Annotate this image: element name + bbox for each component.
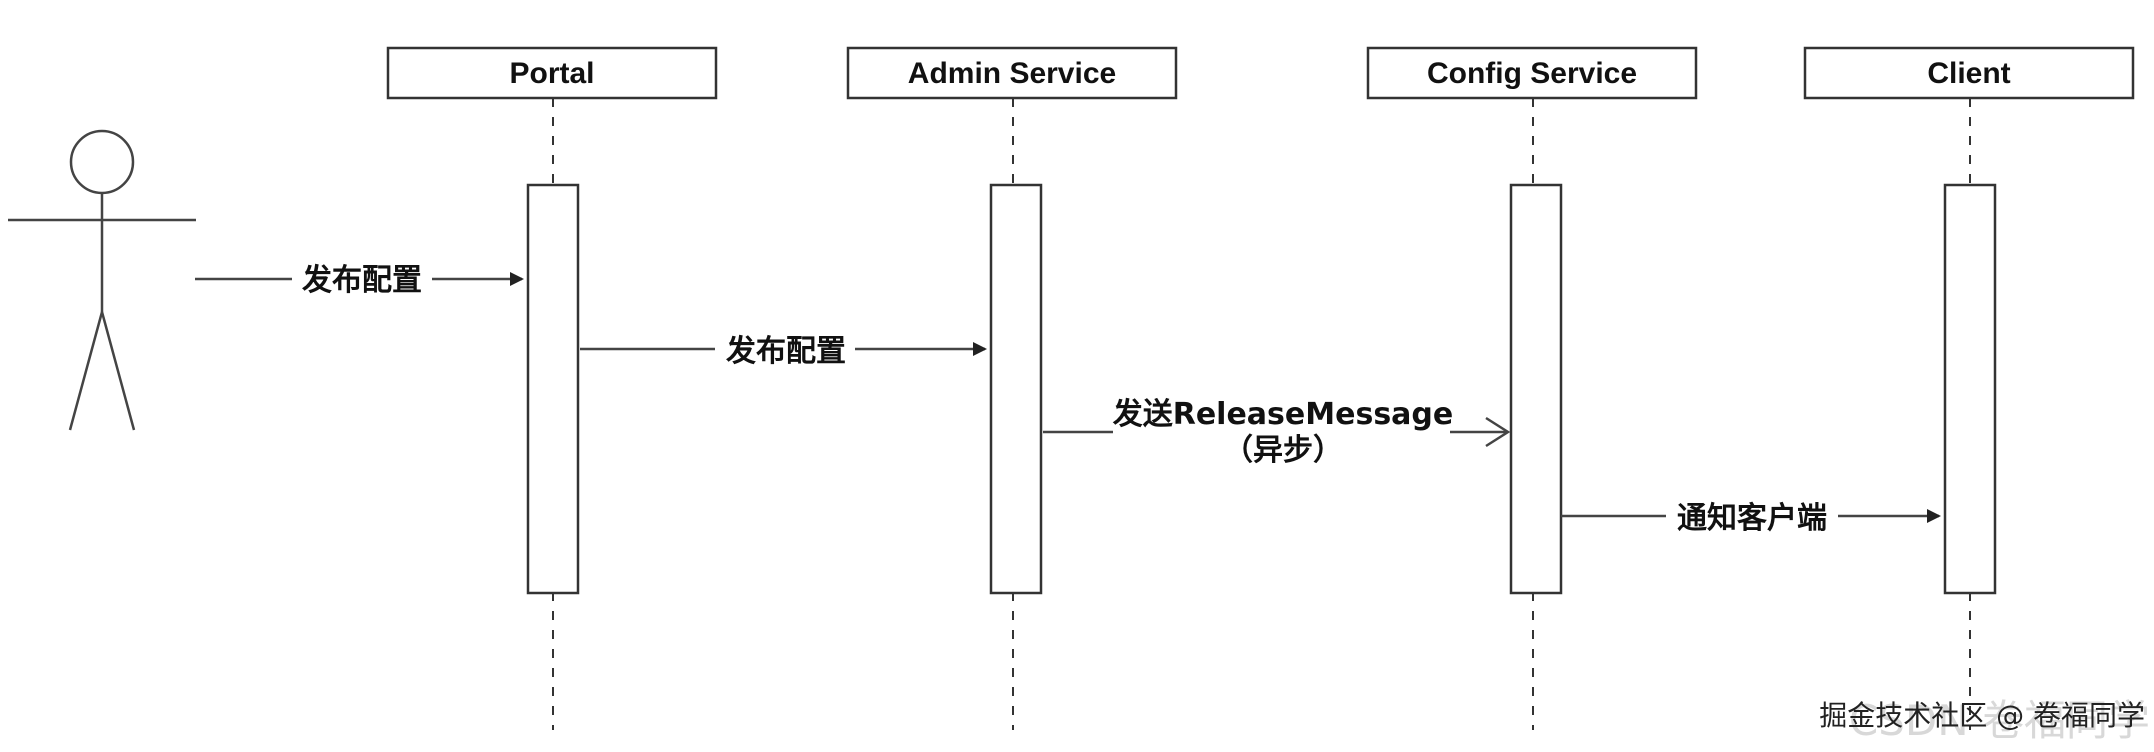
watermark: 掘金技术社区 @ 卷福同学 [1819, 699, 2145, 732]
activation-client [1943, 183, 1997, 595]
participant-label-admin-service: Admin Service [908, 57, 1116, 90]
participant-config-service: Config Service [1366, 46, 1698, 100]
message-label-3: 发送ReleaseMessage [1112, 397, 1454, 432]
message-4: 通知客户端 [1561, 501, 1941, 536]
message-label-1: 发布配置 [301, 263, 422, 298]
participant-label-client: Client [1927, 57, 2010, 90]
message-1: 发布配置 [195, 263, 524, 298]
activation-portal [526, 183, 580, 595]
participant-label-config-service: Config Service [1427, 57, 1637, 90]
actor-user-icon [8, 129, 196, 431]
activation-config-service [1509, 183, 1563, 595]
message-label-3-line2: （异步） [1223, 433, 1343, 468]
message-label-2: 发布配置 [725, 334, 846, 369]
participant-portal: Portal [386, 46, 718, 100]
activation-admin-service [989, 183, 1043, 595]
participant-admin-service: Admin Service [846, 46, 1178, 100]
message-3: 发送ReleaseMessage （异步） [1043, 397, 1511, 468]
message-label-4: 通知客户端 [1677, 501, 1827, 536]
watermark-ghost: CSDN 卷福同学 [1849, 696, 2150, 745]
participant-client: Client [1803, 46, 2135, 100]
open-arrowhead-icon [1485, 416, 1511, 448]
message-2: 发布配置 [580, 334, 987, 369]
participant-label-portal: Portal [509, 57, 594, 90]
